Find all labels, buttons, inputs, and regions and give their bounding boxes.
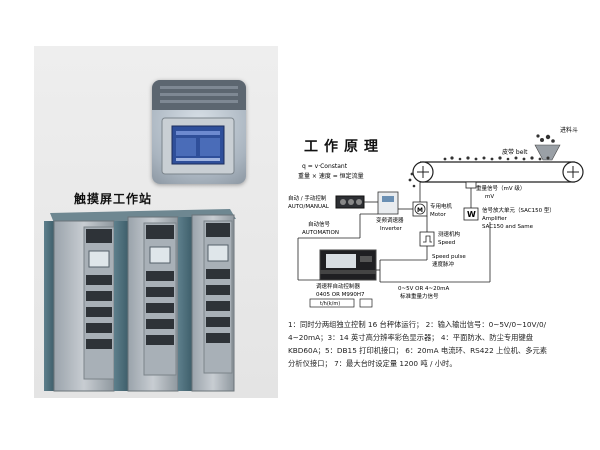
note-line: 1：同时分两组独立控制 16 台秤体运行； 2：输入输出信号：0~5V/0~10… — [288, 320, 547, 329]
weight-signal-label: 重量信号（mV 级） — [476, 184, 525, 192]
cabinet-2 — [127, 216, 179, 392]
feature-notes: 1：同时分两组独立控制 16 台秤体运行； 2：输入输出信号：0~5V/0~10… — [288, 318, 588, 370]
amplifier-box — [463, 207, 479, 221]
motor-cn: 专用电机 — [430, 202, 453, 210]
control-cabinets — [44, 209, 236, 392]
controller-cn: 调速秤自动控制器 — [316, 282, 361, 290]
load-cell — [465, 181, 477, 189]
belt-label: 皮带 belt — [502, 148, 528, 156]
speed-pulse-cn: 速度脉冲 — [432, 260, 455, 268]
amplifier-en2: SAC150 and Same — [482, 224, 534, 230]
signal-out: 0~5V OR 4~20mA — [398, 286, 449, 292]
cabinet-1 — [53, 220, 115, 392]
hopper — [534, 134, 561, 161]
auto-signal-cn: 自动信号 — [308, 220, 331, 228]
weighing-controller — [319, 249, 377, 281]
equation-1: q = v·Constant — [302, 163, 348, 170]
auto-manual-en: AUTO/MANUAL — [288, 204, 330, 210]
weight-signal-unit: mV — [485, 194, 494, 200]
auto-manual-cn: 自动 / 手动控制 — [288, 194, 327, 202]
inverter-en: Inverter — [380, 226, 403, 232]
svg-text:M: M — [417, 207, 423, 214]
amplifier-cn: 信号放大单元（SAC150 型） — [482, 206, 555, 214]
cabinet-3 — [191, 214, 235, 392]
unit-box — [309, 298, 355, 308]
speed-en: Speed — [438, 240, 455, 246]
touchscreen-closeup-photo — [152, 80, 246, 184]
equation-2: 重量 × 速度 = 恒定流量 — [298, 172, 364, 180]
controller-model: 0405 OR M990H7 — [316, 292, 365, 298]
note-line: 分析仪接口； 7：最大台时设定量 1200 吨 / 小时。 — [288, 359, 457, 368]
working-principle-diagram: 进料斗 皮带 belt 重量信号（mV 级） mV W 信号放大单元（SAC15… — [288, 126, 584, 308]
note-line: 4~20mA；3：14 英寸高分辨率彩色显示器； 4：平面防水、防尘专用键盘 — [288, 333, 534, 342]
speed-pulse-en: Speed pulse — [432, 254, 466, 260]
note-line: KBD60A；5：DB15 打印机接口； 6：20mA 电流环、RS422 上位… — [288, 346, 548, 355]
speed-cn: 测速机构 — [438, 230, 461, 238]
signal-out-2: 标准重量力信号 — [400, 292, 439, 300]
conveyor-belt — [408, 156, 584, 188]
diagram-title: 工作原理 — [304, 139, 384, 155]
inverter-cn: 变频调速器 — [376, 216, 404, 224]
cabinet-title: 触摸屏工作站 — [74, 192, 153, 206]
amplifier-symbol: W — [467, 210, 476, 219]
unit-box-label: t/h(k/m) — [320, 301, 340, 307]
motor-en: Motor — [430, 212, 447, 218]
auto-signal-en: AUTOMATION — [302, 230, 339, 236]
hopper-label: 进料斗 — [560, 126, 578, 134]
inverter-device — [377, 191, 399, 215]
speed-sensor — [419, 231, 435, 247]
amplifier-en: Amplifier — [482, 216, 508, 222]
